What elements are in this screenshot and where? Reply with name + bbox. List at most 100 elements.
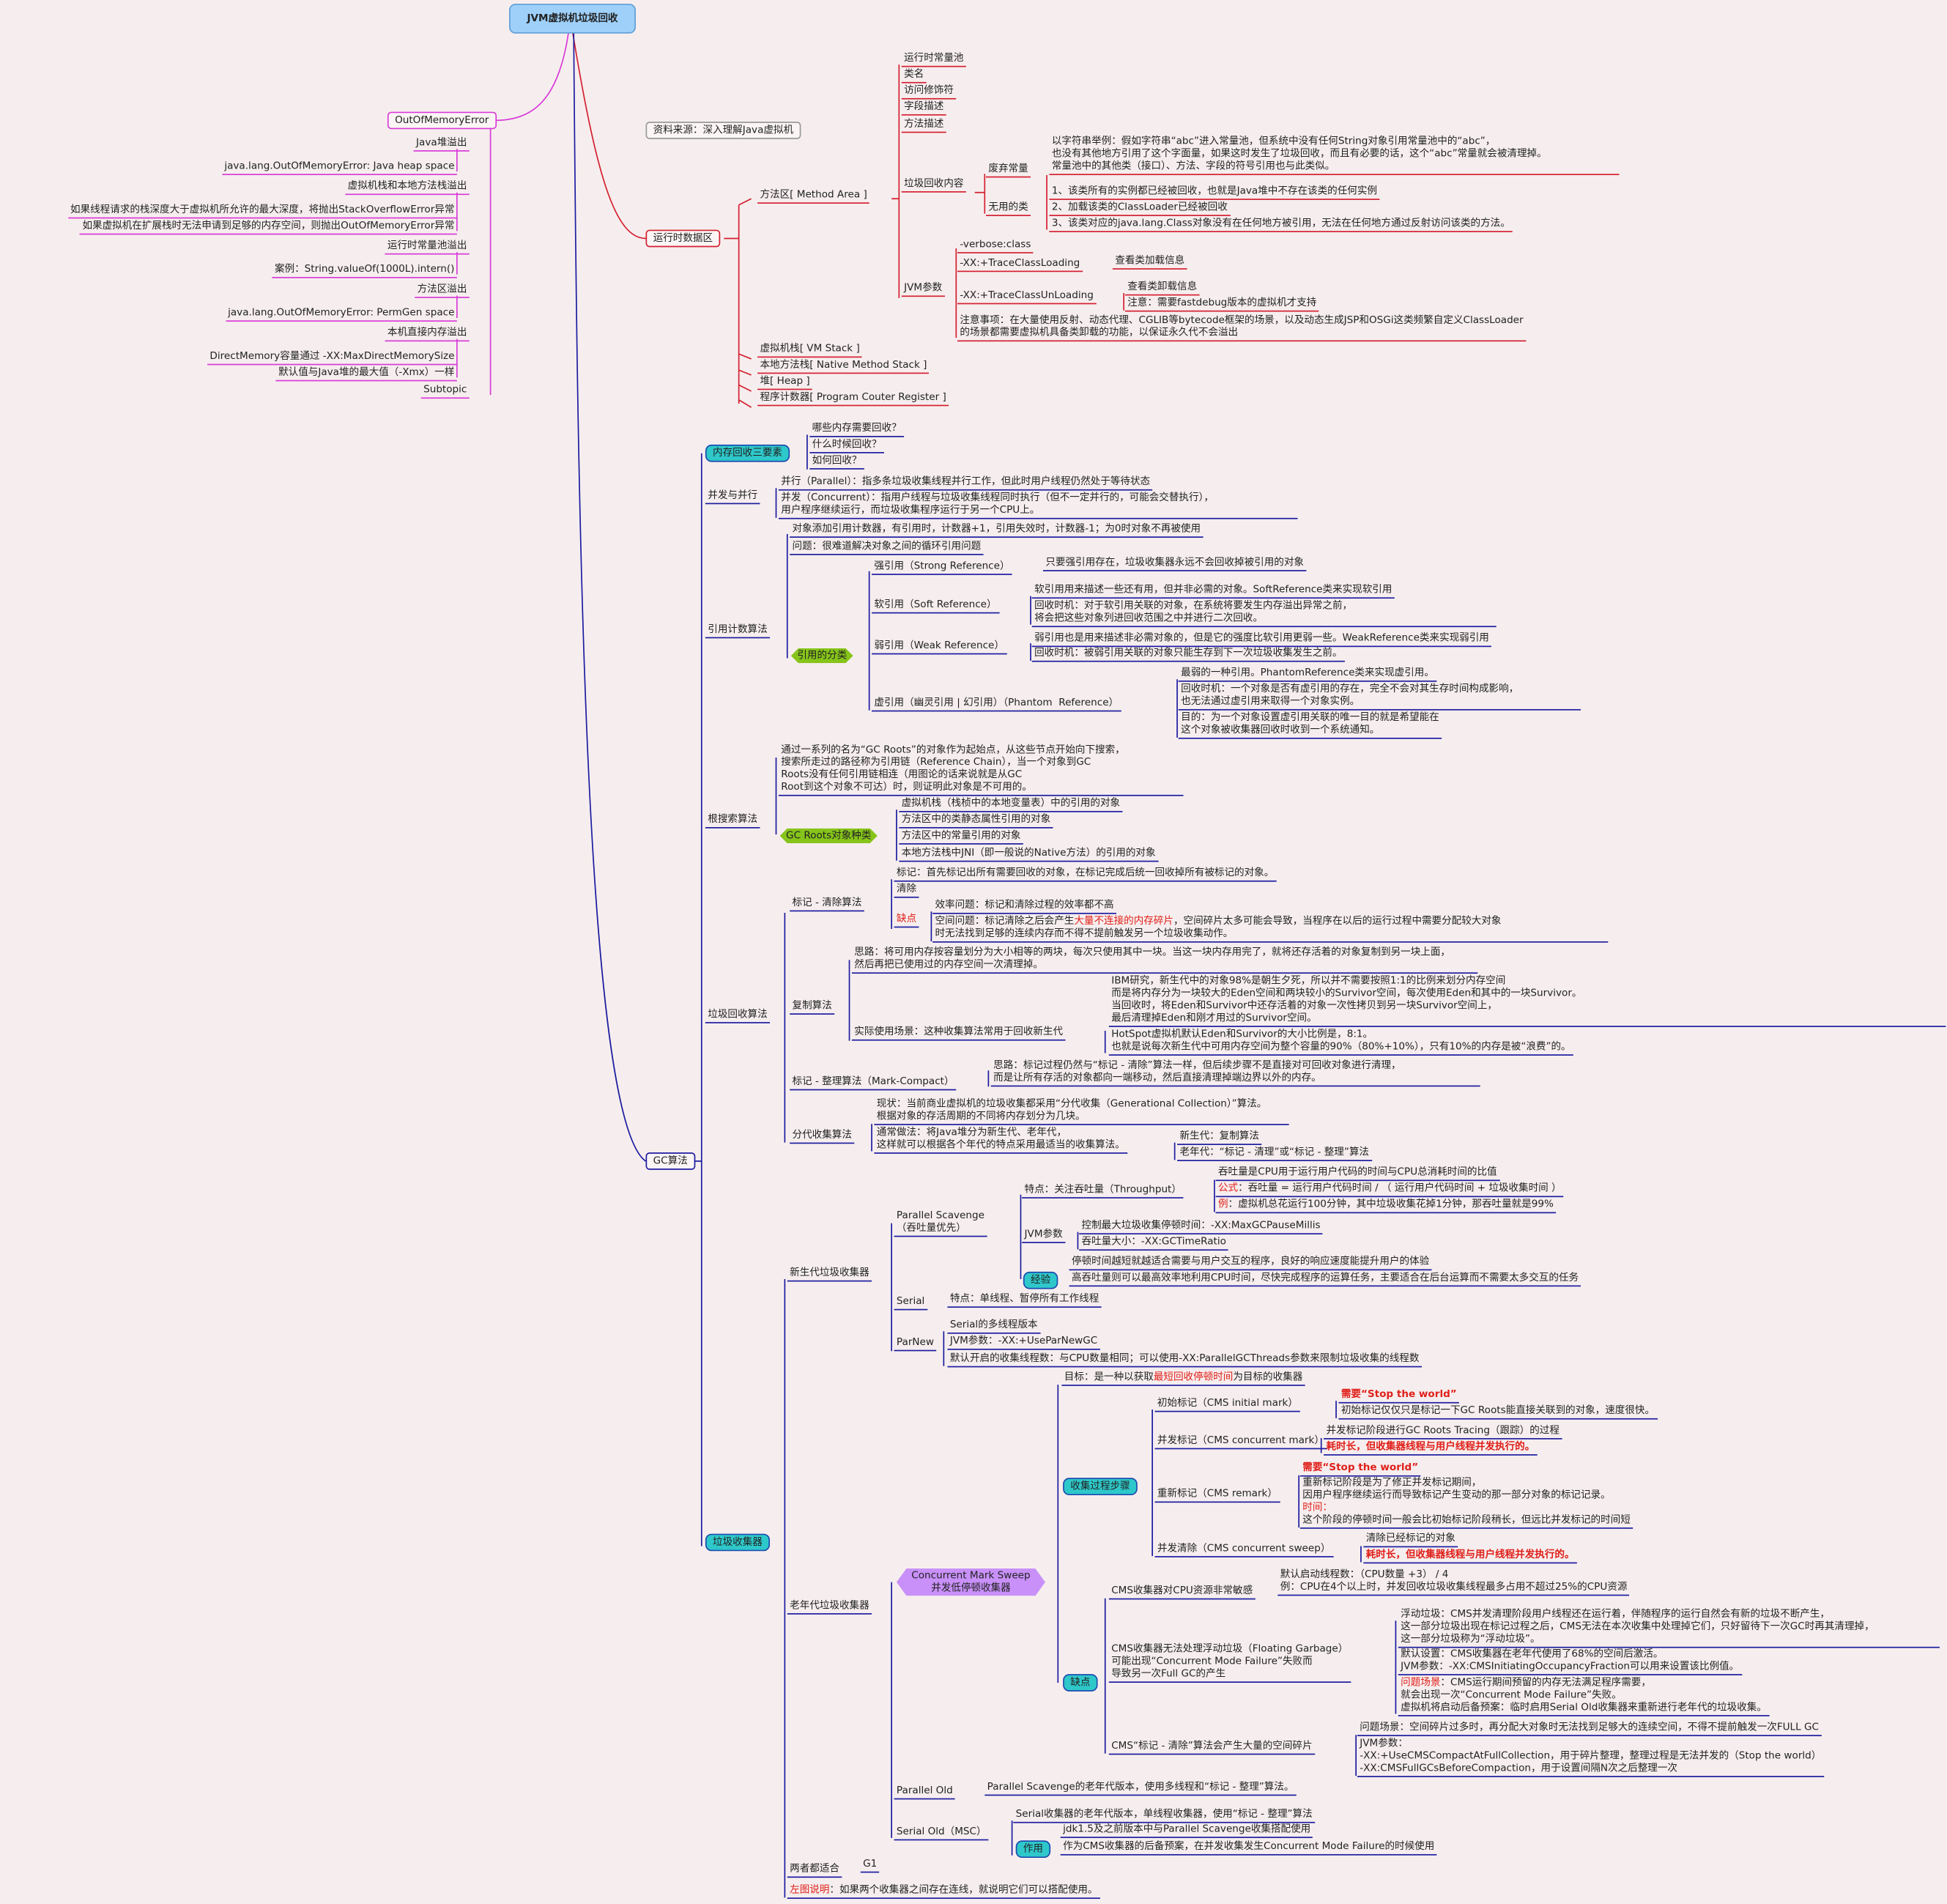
strong-reference[interactable]: 强引用（Strong Reference） — [872, 560, 1012, 575]
gc-root-type[interactable]: 方法区中的类静态属性引用的对象 — [899, 813, 1053, 829]
mark-sweep-efficiency[interactable]: 效率问题：标记和清除过程的效率都不高 — [932, 899, 1116, 914]
root-topic[interactable]: JVM虚拟机垃圾回收 — [509, 4, 636, 34]
cms-remark[interactable]: 重新标记（CMS remark） — [1154, 1488, 1280, 1503]
cms-goal[interactable]: 目标：是一种以获取最短回收停顿时间为目标的收集器 — [1061, 1371, 1305, 1386]
runtime-data-area-topic[interactable]: 运行时数据区 — [645, 229, 721, 248]
parallel-old-collector[interactable]: Parallel Old — [894, 1785, 956, 1800]
useless-class[interactable]: 无用的类 — [985, 201, 1031, 216]
soft-reference-when[interactable]: 回收时机：对于软引用关联的对象，在系统将要发生内存溢出异常之前， 将会把这些对象… — [1031, 600, 1497, 628]
cms-initial-mark[interactable]: 初始标记（CMS initial mark） — [1154, 1397, 1301, 1412]
collectors-topic[interactable]: 垃圾收集器 — [705, 1533, 771, 1552]
mark-compact-idea[interactable]: 思路：标记过程仍然与“标记 - 清除”算法一样，但后续步骤不是直接对可回收对象进… — [990, 1059, 1480, 1087]
cms-cons-topic[interactable]: 缺点 — [1063, 1674, 1098, 1692]
oom-stack-overflow[interactable]: 虚拟机栈和本地方法栈溢出 — [345, 180, 470, 196]
initial-desc[interactable]: 初始标记仅仅只是标记一下GC Roots能直接关联到的对象，速度很快。 — [1338, 1404, 1658, 1420]
parnew-collector[interactable]: ParNew — [894, 1336, 937, 1352]
conc-mark-desc[interactable]: 并发标记阶段进行GC Roots Tracing（跟踪）的过程 — [1324, 1424, 1562, 1440]
weak-reference-when[interactable]: 回收时机：被弱引用关联的对象只能生存到下一次垃圾收集发生之前。 — [1031, 647, 1345, 662]
three-elements-topic[interactable]: 内存回收三要素 — [705, 444, 790, 462]
cms-cpu-desc[interactable]: 默认启动线程数：（CPU数量 +3） / 4 例：CPU在4个以上时，并发回收垃… — [1277, 1568, 1630, 1596]
conc-mark-note[interactable]: 耗时长，但收集器线程与用户线程并发执行的。 — [1324, 1440, 1538, 1456]
generational-usual[interactable]: 通常做法：将Java堆分为新生代、老年代， 这样就可以根据各个年代的特点采用最适… — [874, 1127, 1128, 1154]
mark-sweep-mark[interactable]: 标记：首先标记出所有需要回收的对象，在标记完成后统一回收掉所有被标记的对象。 — [894, 867, 1277, 882]
legend-note[interactable]: 左图说明：如果两个收集器之间存在连线，就说明它们可以搭配使用。 — [787, 1884, 1100, 1899]
oom-constant-pool-case[interactable]: 案例：String.valueOf(1000L).intern() — [272, 263, 457, 278]
root-search-topic[interactable]: 根搜索算法 — [705, 813, 760, 829]
conc-sweep-note[interactable]: 耗时长，但收集器线程与用户线程并发执行的。 — [1363, 1549, 1577, 1564]
conc-sweep-desc[interactable]: 清除已经标记的对象 — [1363, 1533, 1458, 1548]
strong-reference-desc[interactable]: 只要强引用存在，垃圾收集器永远不会回收掉被引用的对象 — [1042, 556, 1307, 571]
serial-feature[interactable]: 特点：单线程、暂停所有工作线程 — [947, 1293, 1102, 1308]
copying-topic[interactable]: 复制算法 — [790, 1000, 835, 1015]
serial-old-use-topic[interactable]: 作用 — [1015, 1840, 1051, 1859]
reference-counting-topic[interactable]: 引用计数算法 — [705, 623, 771, 639]
parallel-desc[interactable]: 并行（Parallel）：指多条垃圾收集线程并行工作，但此时用户线程仍然处于等待… — [778, 475, 1153, 491]
gc-algorithms-list-topic[interactable]: 垃圾回收算法 — [705, 1009, 771, 1023]
parnew-item[interactable]: JVM参数：-XX:+UseParNewGC — [947, 1335, 1100, 1350]
three-element[interactable]: 哪些内存需要回收？ — [809, 422, 905, 437]
generational-old[interactable]: 老年代：“标记 - 清理”或“标记 - 整理”算法 — [1177, 1147, 1372, 1162]
weak-reference[interactable]: 弱引用（Weak Reference） — [872, 640, 1007, 655]
ps-formula[interactable]: 公式：吞吐量 = 运行用户代码时间 / （ 运行用户代码时间 + 垃圾收集时间 … — [1215, 1182, 1565, 1198]
refcount-desc[interactable]: 对象添加引用计数器，有引用时，计数器+1，引用失效时，计数器-1；为0时对象不再… — [790, 523, 1204, 538]
jvm-params[interactable]: JVM参数 — [901, 282, 945, 297]
method-area-item[interactable]: 类名 — [901, 68, 927, 84]
parnew-item[interactable]: Serial的多线程版本 — [947, 1319, 1040, 1334]
source-note[interactable]: 资料来源：深入理解Java虚拟机 — [645, 122, 801, 139]
mark-sweep-sweep[interactable]: 清除 — [894, 883, 919, 898]
gc-root-type[interactable]: 本地方法栈中JNI（即一般说的Native方法）的引用的对象 — [899, 847, 1158, 862]
deprecated-constant[interactable]: 废弃常量 — [985, 163, 1031, 178]
cms-cpu-sensitive[interactable]: CMS收集器对CPU资源非常敏感 — [1108, 1585, 1256, 1600]
serial-old-use[interactable]: jdk1.5及之前版本中与Parallel Scavenge收集搭配使用 — [1060, 1823, 1313, 1838]
trace-unloading-note[interactable]: 注意：需要fastdebug版本的虚拟机才支持 — [1124, 297, 1319, 312]
oom-method-area[interactable]: 方法区溢出 — [415, 284, 470, 298]
phantom-reference-when[interactable]: 回收时机：一个对象是否有虚引用的存在，完全不会对其生存时间构成影响， 也无法通过… — [1178, 683, 1581, 711]
fragmentation-problem[interactable]: 问题场景：空间碎片过多时，再分配大对象时无法找到足够大的连续空间，不得不提前触发… — [1357, 1722, 1822, 1736]
oom-direct-memory-default[interactable]: 默认值与Java堆的最大值（-Xmx）一样 — [275, 366, 457, 382]
cms-topic[interactable]: Concurrent Mark Sweep 并发低停顿收集器 — [897, 1568, 1045, 1596]
young-collectors-topic[interactable]: 新生代垃圾收集器 — [787, 1267, 872, 1282]
parnew-item[interactable]: 默认开启的收集线程数：与CPU数量相同；可以使用-XX:ParallelGCTh… — [947, 1352, 1422, 1368]
oom-stack-depth-desc[interactable]: 如果线程请求的栈深度大于虚拟机所允许的最大深度，将抛出StackOverflow… — [67, 204, 457, 219]
gc-root-type[interactable]: 方法区中的常量引用的对象 — [899, 829, 1023, 845]
soft-reference-desc[interactable]: 软引用用来描述一些还有用，但并非必需的对象。SoftReference类来实现软… — [1031, 584, 1395, 599]
phantom-reference-goal[interactable]: 目的：为一个对象设置虚引用关联的唯一目的就是希望能在 这个对象被收集器回收时收到… — [1178, 711, 1442, 739]
floating-problem[interactable]: 问题场景：CMS运行期间预留的内存无法满足程序需要， 就会出现一次“Concur… — [1398, 1677, 1770, 1716]
root-search-desc[interactable]: 通过一系列的名为“GC Roots”的对象作为起始点，从这些节点开始向下搜索， … — [778, 744, 1184, 796]
mark-compact-topic[interactable]: 标记 - 整理算法（Mark-Compact） — [790, 1075, 957, 1091]
oom-stack-expand-desc[interactable]: 如果虚拟机在扩展栈时无法申请到足够的内存空间，则抛出OutOfMemoryErr… — [80, 220, 457, 235]
g1-collector[interactable]: G1 — [860, 1858, 880, 1873]
three-element[interactable]: 如何回收？ — [809, 454, 864, 470]
copying-usage[interactable]: 实际使用场景：这种收集算法常用于回收新生代 — [851, 1026, 1066, 1041]
both-generations-topic[interactable]: 两者都适合 — [787, 1863, 842, 1878]
method-area-item[interactable]: 运行时常量池 — [901, 52, 966, 67]
generational-topic[interactable]: 分代收集算法 — [790, 1129, 855, 1144]
oom-subtopic[interactable]: Subtopic — [420, 384, 470, 399]
cms-concurrent-mark[interactable]: 并发标记（CMS concurrent mark） — [1154, 1434, 1327, 1450]
method-area-item[interactable]: 访问修饰符 — [901, 84, 957, 100]
generational-status[interactable]: 现状：当前商业虚拟机的垃圾收集都采用“分代收集（Generational Col… — [874, 1098, 1289, 1125]
ps-example[interactable]: 例：虚拟机总花运行100分钟，其中垃圾收集花掉1分钟，那吞吐量就是99% — [1215, 1199, 1557, 1214]
param-verbose-class[interactable]: -verbose:class — [957, 238, 1034, 253]
remark-stw[interactable]: 需要“Stop the world” — [1299, 1462, 1421, 1477]
gc-roots-types-topic[interactable]: GC Roots对象种类 — [780, 829, 878, 843]
cms-floating-garbage[interactable]: CMS收集器无法处理浮动垃圾（Floating Garbage） 可能出现“Co… — [1108, 1643, 1351, 1683]
three-element[interactable]: 什么时候回收？ — [809, 438, 884, 453]
initial-stw[interactable]: 需要“Stop the world” — [1338, 1388, 1460, 1404]
phantom-reference[interactable]: 虚引用（幽灵引用 | 幻引用）（Phantom Reference） — [872, 697, 1121, 712]
heap[interactable]: 堆[ Heap ] — [757, 375, 813, 390]
copying-idea[interactable]: 思路：将可用内存按容量划分为大小相等的两块，每次只使用其中一块。当这一块内存用完… — [851, 947, 1478, 974]
ps-experience-topic[interactable]: 经验 — [1023, 1271, 1058, 1289]
generational-young[interactable]: 新生代：复制算法 — [1177, 1130, 1262, 1145]
cms-concurrent-sweep[interactable]: 并发清除（CMS concurrent sweep） — [1154, 1542, 1333, 1557]
oom-direct-memory-size[interactable]: DirectMemory容量通过 -XX:MaxDirectMemorySize — [207, 350, 457, 366]
concurrency-topic[interactable]: 并发与并行 — [705, 489, 760, 505]
oom-java-heap[interactable]: Java堆溢出 — [413, 136, 470, 152]
oom-permgen-msg[interactable]: java.lang.OutOfMemoryError: PermGen spac… — [225, 307, 457, 322]
useless-class-condition[interactable]: 1、该类所有的实例都已经被回收，也就是Java堆中不存在该类的任何实例 — [1049, 185, 1380, 200]
concurrent-desc[interactable]: 并发（Concurrent）：指用户线程与垃圾收集线程同时执行（但不一定并行的，… — [778, 492, 1298, 519]
param-trace-class-loading[interactable]: -XX:+TraceClassLoading — [957, 257, 1083, 273]
refcount-problem[interactable]: 问题：很难道解决对象之间的循环引用问题 — [790, 540, 984, 555]
mark-sweep-topic[interactable]: 标记 - 清除算法 — [790, 897, 864, 912]
ps-experience[interactable]: 停顿时间越短就越适合需要与用户交互的程序，良好的响应速度能提升用户的体验 — [1069, 1256, 1432, 1271]
